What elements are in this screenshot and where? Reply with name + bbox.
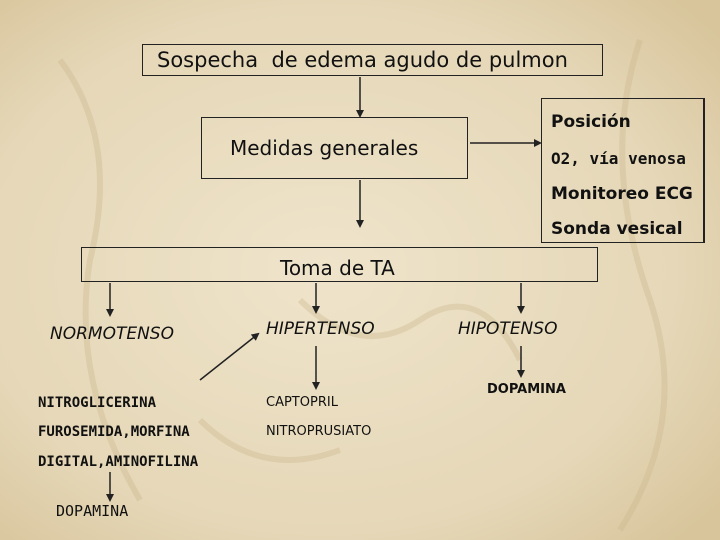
- title-box: Sospecha de edema agudo de pulmon: [142, 44, 603, 76]
- side-item-sonda: Sonda vesical: [551, 219, 683, 239]
- hipotenso-drug-1: DOPAMINA: [487, 382, 566, 397]
- general-measures-box: Medidas generales: [201, 117, 468, 179]
- normotenso-drug-3: DIGITAL,AMINOFILINA: [38, 454, 199, 470]
- normotenso-final: DOPAMINA: [56, 502, 129, 520]
- hipertenso-drug-1: CAPTOPRIL: [266, 395, 338, 410]
- side-item-o2: O2, vía venosa: [551, 149, 686, 168]
- hipotenso-label: HIPOTENSO: [458, 319, 558, 339]
- normotenso-drug-2: FUROSEMIDA,MORFINA: [38, 424, 190, 440]
- hipertenso-drug-2: NITROPRUSIATO: [266, 424, 372, 439]
- side-measures-box: Posición O2, vía venosa Monitoreo ECG So…: [541, 98, 705, 243]
- general-measures-label: Medidas generales: [230, 136, 419, 160]
- ta-box: Toma de TA: [81, 247, 598, 282]
- normotenso-drug-1: NITROGLICERINA: [38, 395, 157, 411]
- title-label: Sospecha de edema agudo de pulmon: [157, 48, 568, 72]
- side-item-posicion: Posición: [551, 112, 631, 132]
- side-item-monitoreo: Monitoreo ECG: [551, 184, 693, 204]
- ta-label: Toma de TA: [280, 256, 395, 280]
- hipertenso-label: HIPERTENSO: [266, 319, 375, 339]
- normotenso-label: NORMOTENSO: [50, 324, 174, 344]
